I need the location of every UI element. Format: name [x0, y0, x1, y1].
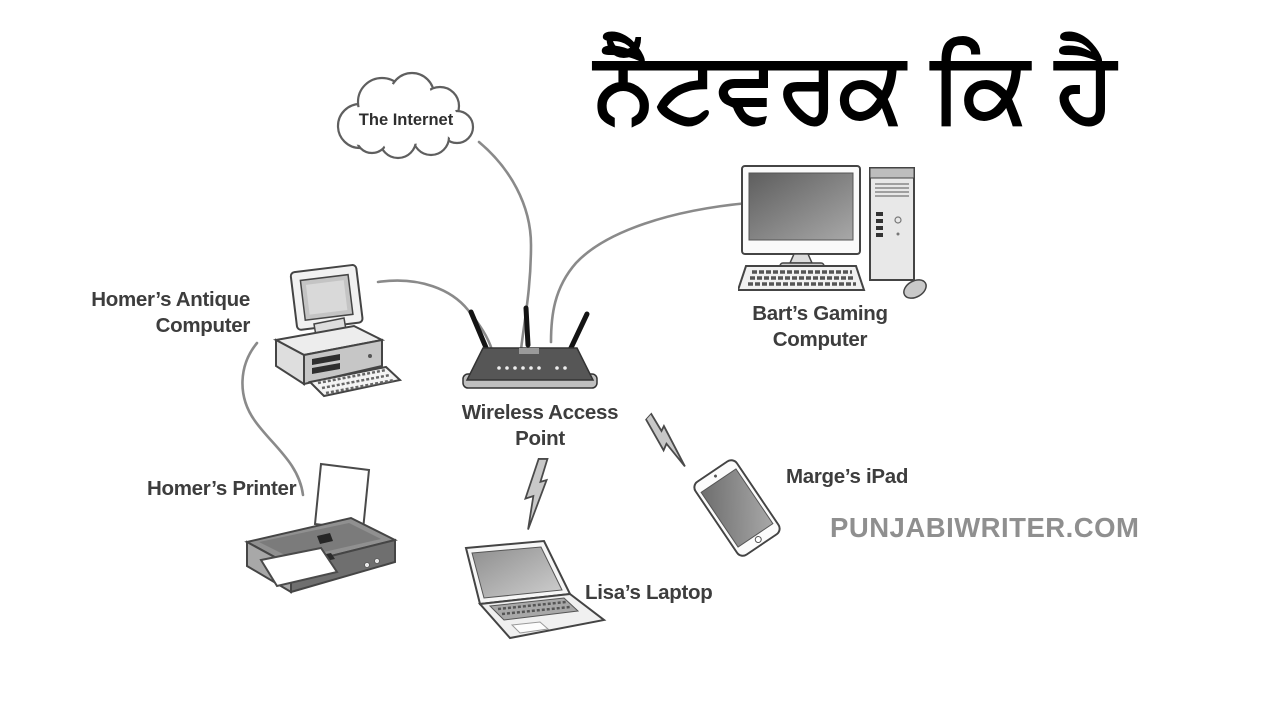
- internet-cloud: The Internet: [336, 71, 475, 160]
- homer-computer: [272, 264, 402, 398]
- wireless-access-point-label: Wireless Access Point: [461, 401, 619, 450]
- wireless-access-point: [462, 305, 598, 389]
- lisa-laptop: [464, 539, 607, 640]
- camera-icon: [713, 474, 717, 478]
- bart-computer: [738, 165, 927, 299]
- wire-homer-to-router: [376, 279, 494, 352]
- internet-cloud-label: The Internet: [359, 111, 454, 129]
- mouse-icon: [903, 279, 927, 299]
- wireless-bolt-ipad-icon: [636, 411, 701, 473]
- home-button-icon: [754, 536, 762, 544]
- homer-printer-label: Homer’s Printer: [147, 477, 297, 500]
- watermark: PUNJABIWRITER.COM: [830, 512, 1140, 543]
- marge-ipad: [690, 456, 783, 560]
- bart-computer-label: Bart’s Gaming Computer: [752, 302, 888, 351]
- wireless-bolt-laptop-icon: [524, 458, 549, 530]
- marge-ipad-label: Marge’s iPad: [786, 465, 909, 488]
- wire-bart-to-router: [549, 201, 750, 344]
- homer-computer-label: Homer’s Antique Computer: [91, 288, 250, 337]
- page-title: ਨੈੱਟਵਰਕ ਕਿ ਹੈ: [594, 32, 1116, 141]
- homer-printer: [244, 462, 398, 594]
- wire-homer-to-printer: [241, 341, 305, 497]
- lisa-laptop-label: Lisa’s Laptop: [585, 581, 713, 604]
